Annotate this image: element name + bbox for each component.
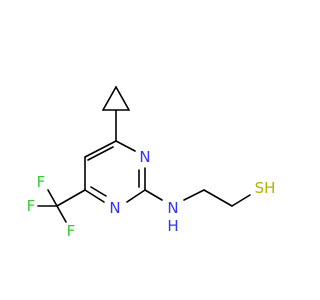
bond-c6-n1 [84,189,105,203]
atom-n-ring-lower: N [109,199,120,217]
bond-cf3-f-bottom [56,205,67,223]
atom-n-ring-upper: N [139,148,150,166]
structure-drawing: N N N H SH F F F [27,86,276,240]
bond-n3-c4 [115,140,136,152]
bond-c6-n1-double [90,186,107,197]
bond-c4-c5-double [87,146,114,161]
bond-nh-ch2 [183,189,205,201]
atom-f-top: F [37,173,46,191]
atom-nh-amine-hydrogen: H [167,217,178,235]
bond-cyclopropyl-2 [102,86,117,111]
bond-c4-c5 [84,140,117,158]
bond-c6-cf3 [56,189,86,207]
bond-ch2-sh [231,194,251,207]
atom-f-left: F [27,197,36,215]
bond-c2-nh [144,189,163,201]
atom-nh-amine: N [167,199,178,217]
atom-f-bottom: F [67,222,76,240]
molecule-diagram: N N N H SH F F F [27,86,276,240]
bond-cyclopropyl-3 [115,86,130,111]
bond-ch2-ch2 [203,189,233,207]
bond-cf3-f-top [47,189,58,207]
atom-sh-thiol: SH [255,179,276,197]
bond-n1-c2 [126,189,146,203]
